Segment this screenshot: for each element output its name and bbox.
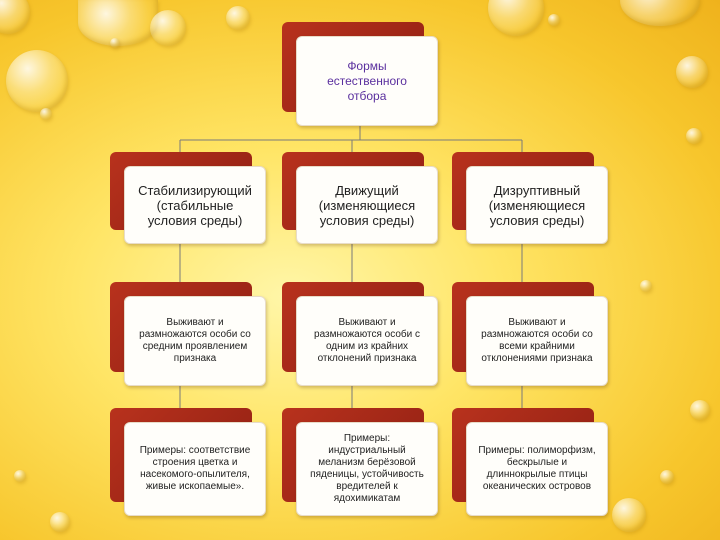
type-node-stabilizing: Стабилизирующий (стабильные условия сред… [110,152,266,244]
node-card: Примеры: соответствие строения цветка и … [124,422,266,516]
type-node-disruptive: Дизруптивный (изменяющиеся условия среды… [452,152,608,244]
example-node-stabilizing: Примеры: соответствие строения цветка и … [110,408,266,516]
water-drop [548,14,560,26]
water-drop [686,128,702,144]
node-card: Формы естественного отбора [296,36,438,126]
water-drop [640,280,652,292]
node-card: Стабилизирующий (стабильные условия сред… [124,166,266,244]
water-drop [676,56,708,88]
type-subtitle: (изменяющиеся условия среды) [318,197,416,228]
type-title: Движущий [335,182,399,198]
node-card: Примеры: индустриальный меланизм берёзов… [296,422,438,516]
example-node-disruptive: Примеры: полиморфизм, бескрылые и длинно… [452,408,608,516]
node-card: Движущий (изменяющиеся условия среды) [296,166,438,244]
water-drop [40,108,52,120]
water-drop [660,470,674,484]
example-text: Примеры: полиморфизм, бескрылые и длинно… [478,445,596,492]
water-drop [6,50,68,112]
root-title: Формы естественного отбора [327,58,407,103]
water-drop [14,470,26,482]
survival-node-driving: Выживают и размножаются особи с одним из… [282,282,438,386]
survival-node-stabilizing: Выживают и размножаются особи со средним… [110,282,266,386]
water-drop [612,498,646,532]
water-drop [110,38,120,48]
survival-text: Выживают и размножаются особи с одним из… [314,317,420,364]
example-node-driving: Примеры: индустриальный меланизм берёзов… [282,408,438,516]
water-drop [226,6,250,30]
survival-node-disruptive: Выживают и размножаются особи со всеми к… [452,282,608,386]
example-text: Примеры: индустриальный меланизм берёзов… [310,433,424,504]
water-drop [690,400,710,420]
type-title: Стабилизирующий [138,182,252,198]
root-node: Формы естественного отбора [282,22,438,126]
water-drop [50,512,70,532]
node-card: Выживают и размножаются особи со средним… [124,296,266,386]
node-card: Примеры: полиморфизм, бескрылые и длинно… [466,422,608,516]
node-card: Выживают и размножаются особи с одним из… [296,296,438,386]
type-subtitle: (стабильные условия среды) [147,197,243,228]
node-card: Выживают и размножаются особи со всеми к… [466,296,608,386]
node-card: Дизруптивный (изменяющиеся условия среды… [466,166,608,244]
type-subtitle: (изменяющиеся условия среды) [488,197,586,228]
type-node-driving: Движущий (изменяющиеся условия среды) [282,152,438,244]
water-drop [150,10,186,46]
example-text: Примеры: соответствие строения цветка и … [139,445,251,492]
survival-text: Выживают и размножаются особи со всеми к… [481,317,593,364]
survival-text: Выживают и размножаются особи со средним… [139,317,251,364]
type-title: Дизруптивный [493,182,581,198]
